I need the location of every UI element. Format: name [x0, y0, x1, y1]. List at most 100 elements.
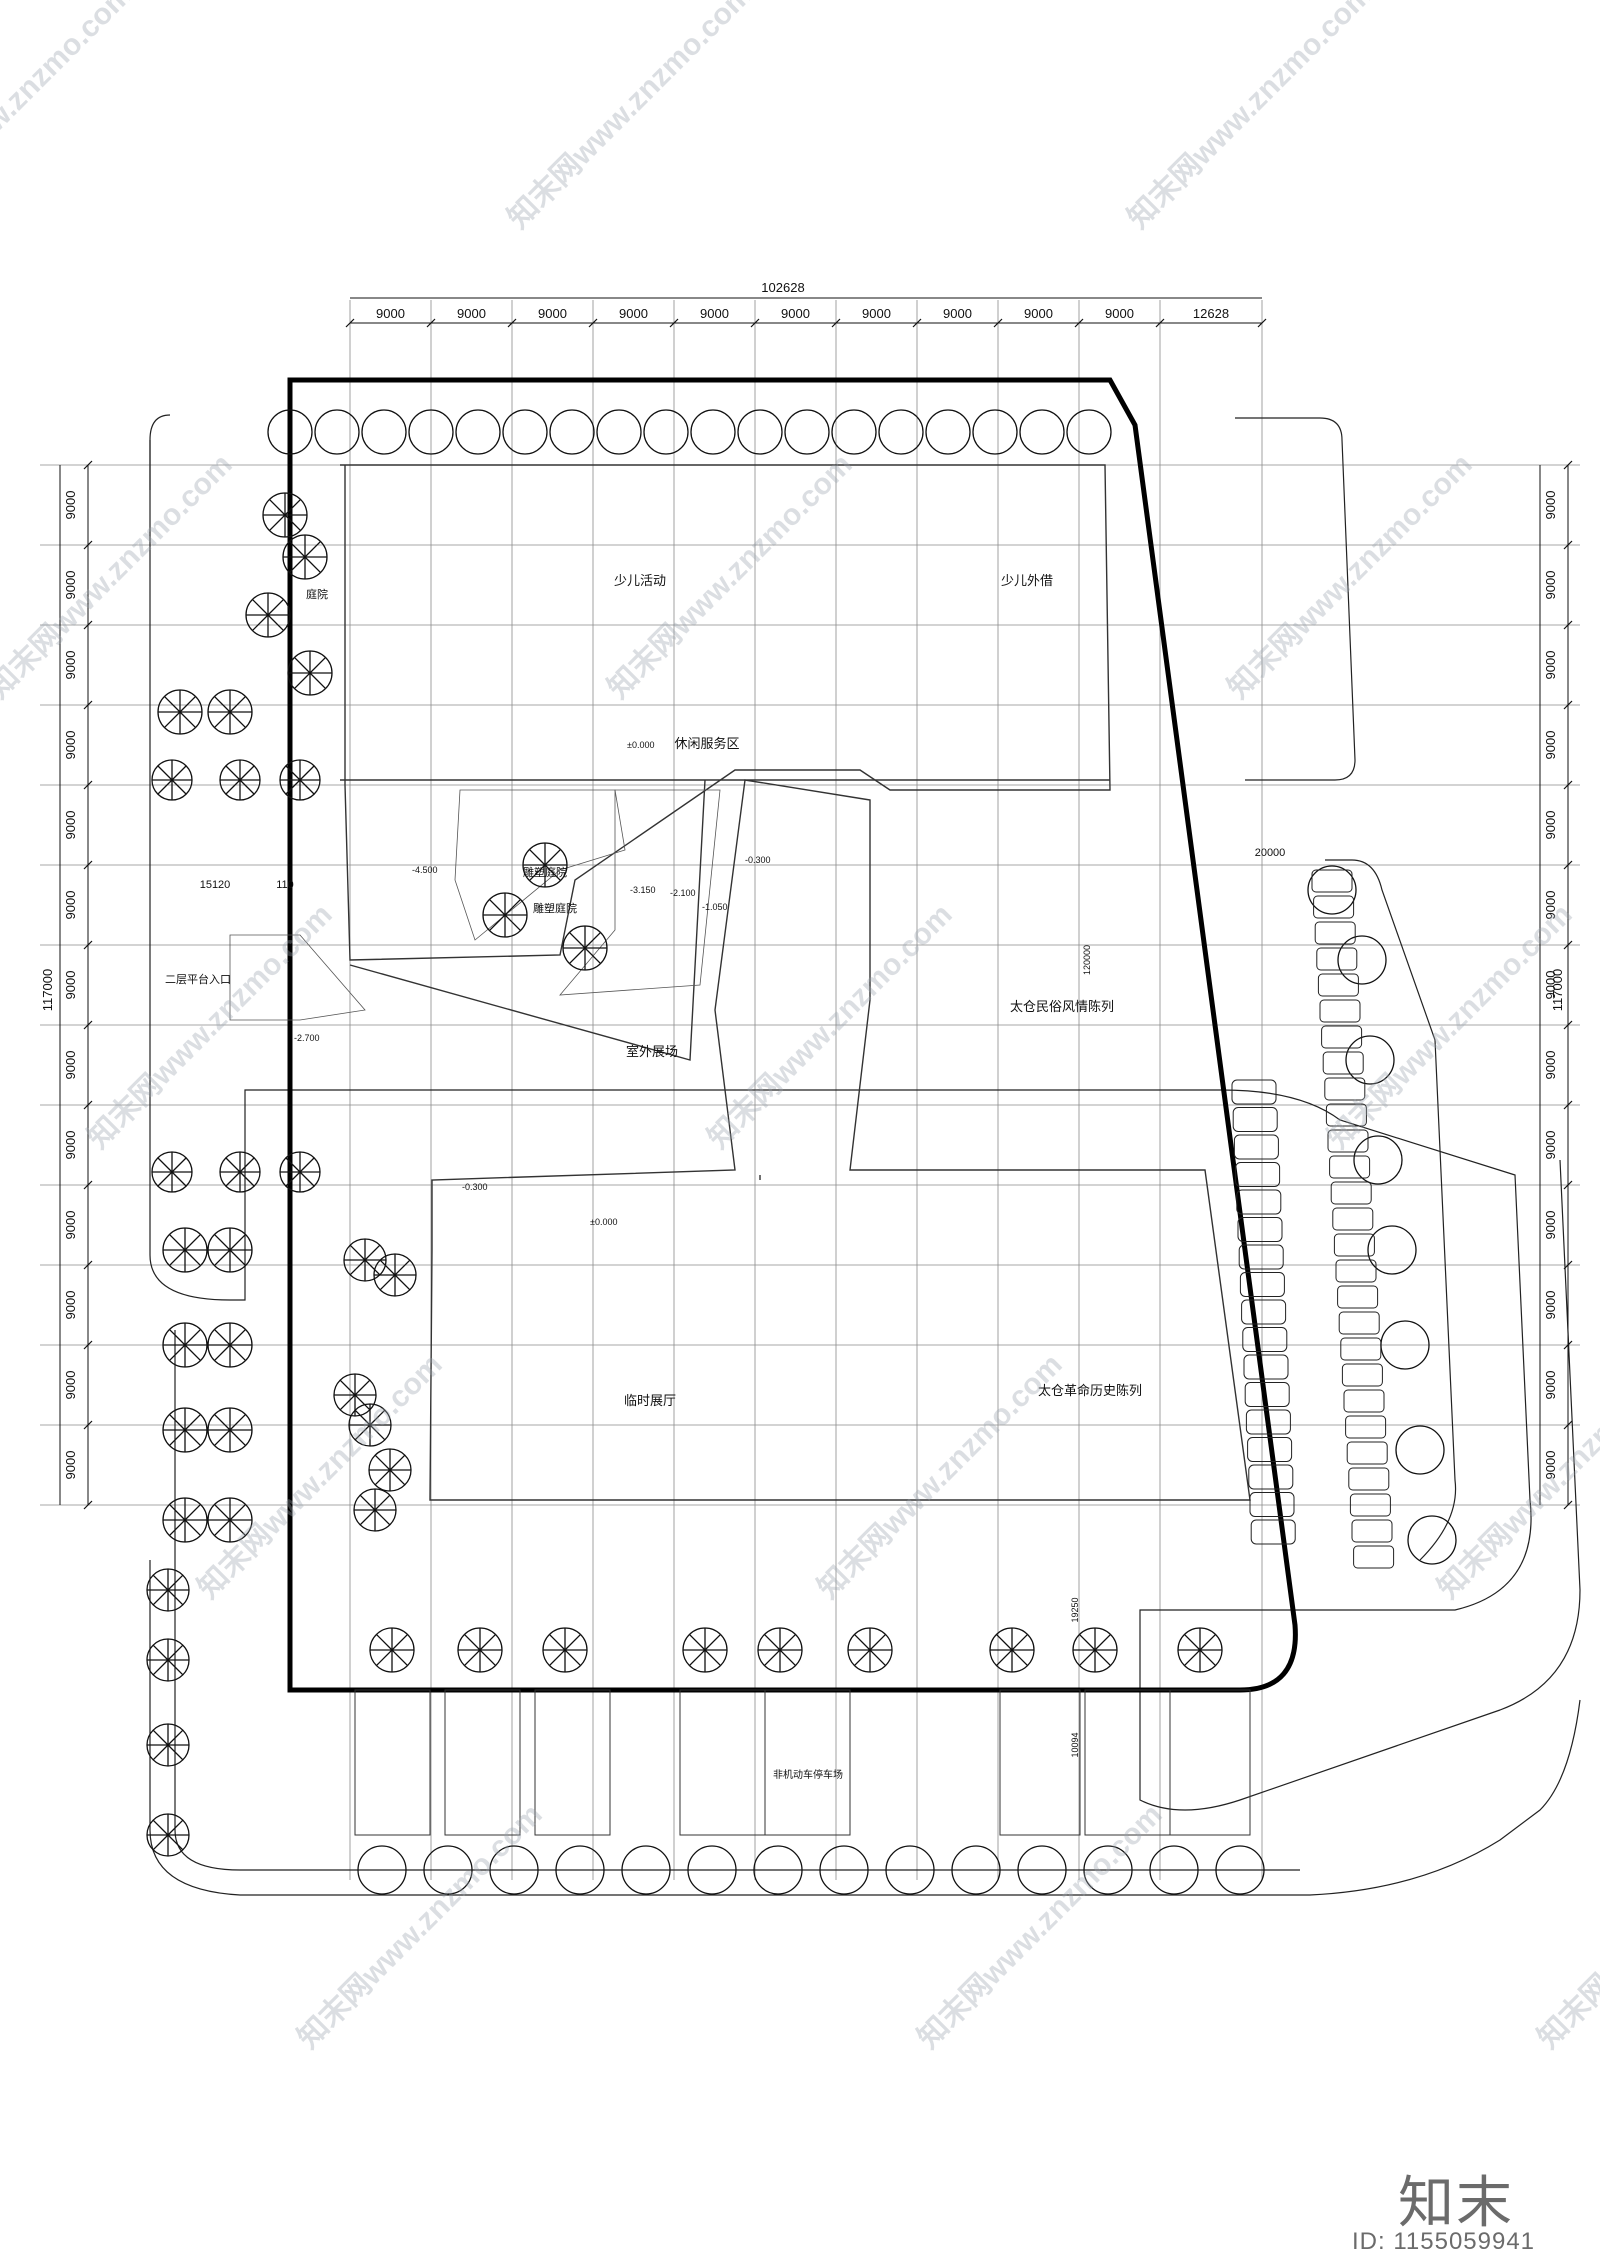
dim-top-segment: 12628 [1193, 306, 1229, 321]
dim-left-segment: 9000 [63, 1211, 78, 1240]
tree-symbol [596, 409, 642, 455]
label-courtyard: 庭院 [306, 587, 328, 601]
car-stall [1348, 1467, 1390, 1491]
dim-right-segment: 9000 [1543, 1051, 1558, 1080]
tree-symbol [1367, 1225, 1417, 1275]
dim-20000: 20000 [1255, 847, 1286, 859]
car-stall [1236, 1189, 1282, 1215]
car-stall [1244, 1382, 1290, 1407]
tree-symbol [1353, 1135, 1403, 1185]
watermark-text: 知末网www.znzmo.com [0, 448, 239, 705]
tree-symbol [146, 1568, 190, 1612]
dim-tick [588, 318, 598, 328]
level-m2100: -2.100 [670, 888, 696, 898]
tree-symbol [784, 409, 830, 455]
label-outdoor-exhibition: 室外展场 [626, 1044, 678, 1060]
landscape-trees [146, 409, 1457, 1895]
watermark-text: 知末网www.znzmo.com [292, 1798, 549, 2055]
car-stall [1232, 1107, 1278, 1132]
tree-symbol [1395, 1425, 1445, 1475]
tree-symbol [989, 1627, 1035, 1673]
tree-symbol [972, 409, 1018, 455]
tree-symbol [1337, 935, 1387, 985]
building-walls [340, 464, 1251, 1501]
dim-tick [1563, 620, 1573, 630]
label-folk-exhibition: 太仓民俗风情陈列 [1010, 999, 1114, 1015]
dim-tick [83, 1500, 93, 1510]
tree-symbol [1215, 1845, 1265, 1895]
dim-19250: 19250 [1070, 1597, 1080, 1622]
dim-right-segment: 9000 [1543, 1291, 1558, 1320]
dim-tick [1563, 1020, 1573, 1030]
dim-top-segment: 9000 [700, 306, 729, 321]
tree-symbol [455, 409, 501, 455]
tree-symbol [482, 892, 528, 938]
dim-top-segment: 9000 [538, 306, 567, 321]
dim-right-segment: 9000 [1543, 1451, 1558, 1480]
dim-top-segment: 9000 [457, 306, 486, 321]
tree-symbol [1066, 409, 1112, 455]
tree-symbol [549, 409, 595, 455]
tree-symbol [682, 1627, 728, 1673]
tree-symbol [314, 409, 360, 455]
car-stall [1333, 1233, 1375, 1257]
dim-right-total: 117000 [1550, 969, 1565, 1011]
tree-symbol [737, 409, 783, 455]
dim-right-segment: 9000 [1543, 891, 1558, 920]
dim-10094: 10094 [1070, 1732, 1080, 1757]
dim-tick [426, 318, 436, 328]
tree-symbol [562, 925, 608, 971]
dim-top-segment: 9000 [862, 306, 891, 321]
tree-symbol [287, 650, 333, 696]
car-stall [1332, 1207, 1374, 1231]
tree-symbol [925, 409, 971, 455]
car-stall [1338, 1311, 1380, 1335]
label-temporary-hall: 临时展厅 [624, 1394, 676, 1409]
dim-tick [83, 1260, 93, 1270]
tree-symbol [502, 409, 548, 455]
dim-tick [750, 318, 760, 328]
dim-tick [1563, 940, 1573, 950]
dim-tick [83, 620, 93, 630]
dim-tick [83, 460, 93, 470]
watermark-text: 知末网www.znzmo.com [0, 0, 139, 235]
tree-symbol [162, 1322, 208, 1368]
dim-top-total: 102628 [761, 280, 804, 295]
building-boundary [287, 377, 1298, 1693]
dim-15120: 15120 [200, 879, 231, 891]
tree-symbol [555, 1845, 605, 1895]
label-bike-parking: 非机动车停车场 [773, 1768, 843, 1781]
tree-symbol [1149, 1845, 1199, 1895]
tree-symbol [146, 1723, 190, 1767]
car-stall [1327, 1129, 1369, 1153]
tree-symbol [522, 842, 568, 888]
watermark-text: 知末网www.znzmo.com [812, 1348, 1069, 1605]
car-stall [1349, 1493, 1391, 1517]
label-sculpture-court-b: 雕塑庭院 [533, 901, 577, 915]
tree-symbol [1017, 1845, 1067, 1895]
car-stall [1317, 973, 1359, 997]
tree-symbol [343, 1238, 387, 1282]
dim-tick [1563, 700, 1573, 710]
dim-tick [507, 318, 517, 328]
label-sculpture-court-a: 雕塑庭院 [523, 865, 567, 879]
tree-symbol [542, 1627, 588, 1673]
car-stall [1250, 1519, 1296, 1545]
label-revolution-exhibition: 太仓革命历史陈列 [1038, 1383, 1142, 1399]
dim-tick [83, 700, 93, 710]
dim-tick [83, 1340, 93, 1350]
car-stall [1322, 1051, 1364, 1075]
tree-symbol [1407, 1515, 1457, 1565]
dim-tick [1563, 1420, 1573, 1430]
car-stall [1249, 1492, 1295, 1517]
tree-symbol [207, 1497, 253, 1543]
tree-symbol [157, 689, 203, 735]
car-stall [1325, 1103, 1367, 1127]
tree-symbol [951, 1845, 1001, 1895]
level-0000-a: ±0.000 [627, 740, 654, 750]
tree-symbol [1083, 1845, 1133, 1895]
site-outline [149, 414, 1581, 1896]
dim-tick [1563, 780, 1573, 790]
